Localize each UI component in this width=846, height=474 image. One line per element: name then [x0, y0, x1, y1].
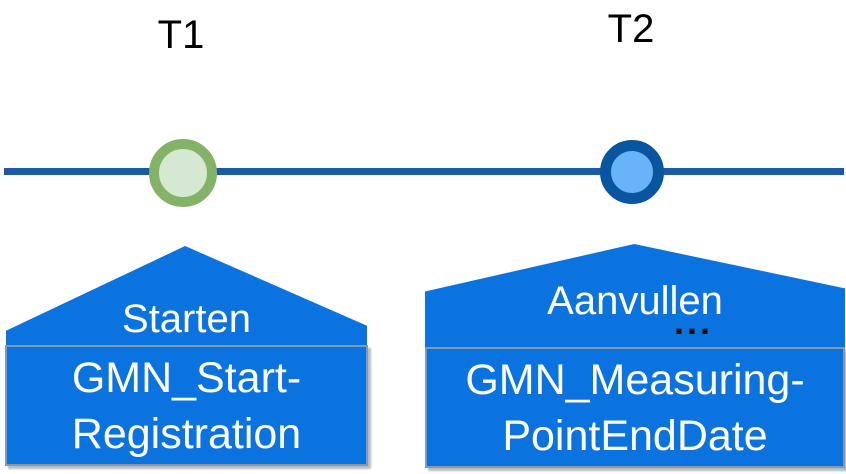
t2-box-line-2: PointEndDate: [502, 411, 768, 460]
t1-callout-roof: Starten: [6, 246, 367, 346]
t1-callout-box: GMN_Start- Registration: [5, 345, 368, 466]
t1-label: T1: [157, 13, 205, 57]
t1-marker-circle-icon: [149, 139, 217, 207]
ellipsis-dots: ...: [674, 301, 714, 342]
t2-label: T2: [607, 7, 655, 51]
t2-callout-box: GMN_Measuring- PointEndDate: [425, 347, 845, 468]
t2-marker-circle-icon: [600, 140, 664, 204]
t2-box-line-1: GMN_Measuring-: [465, 355, 805, 404]
t1-action-label: Starten: [122, 297, 251, 341]
t2-action-label: Aanvullen: [547, 279, 723, 323]
t1-box-line-1: GMN_Start-: [71, 353, 302, 402]
timeline-line: [4, 168, 844, 175]
t2-callout-roof: Aanvullen ...: [425, 244, 845, 349]
t1-box-line-2: Registration: [71, 409, 302, 458]
